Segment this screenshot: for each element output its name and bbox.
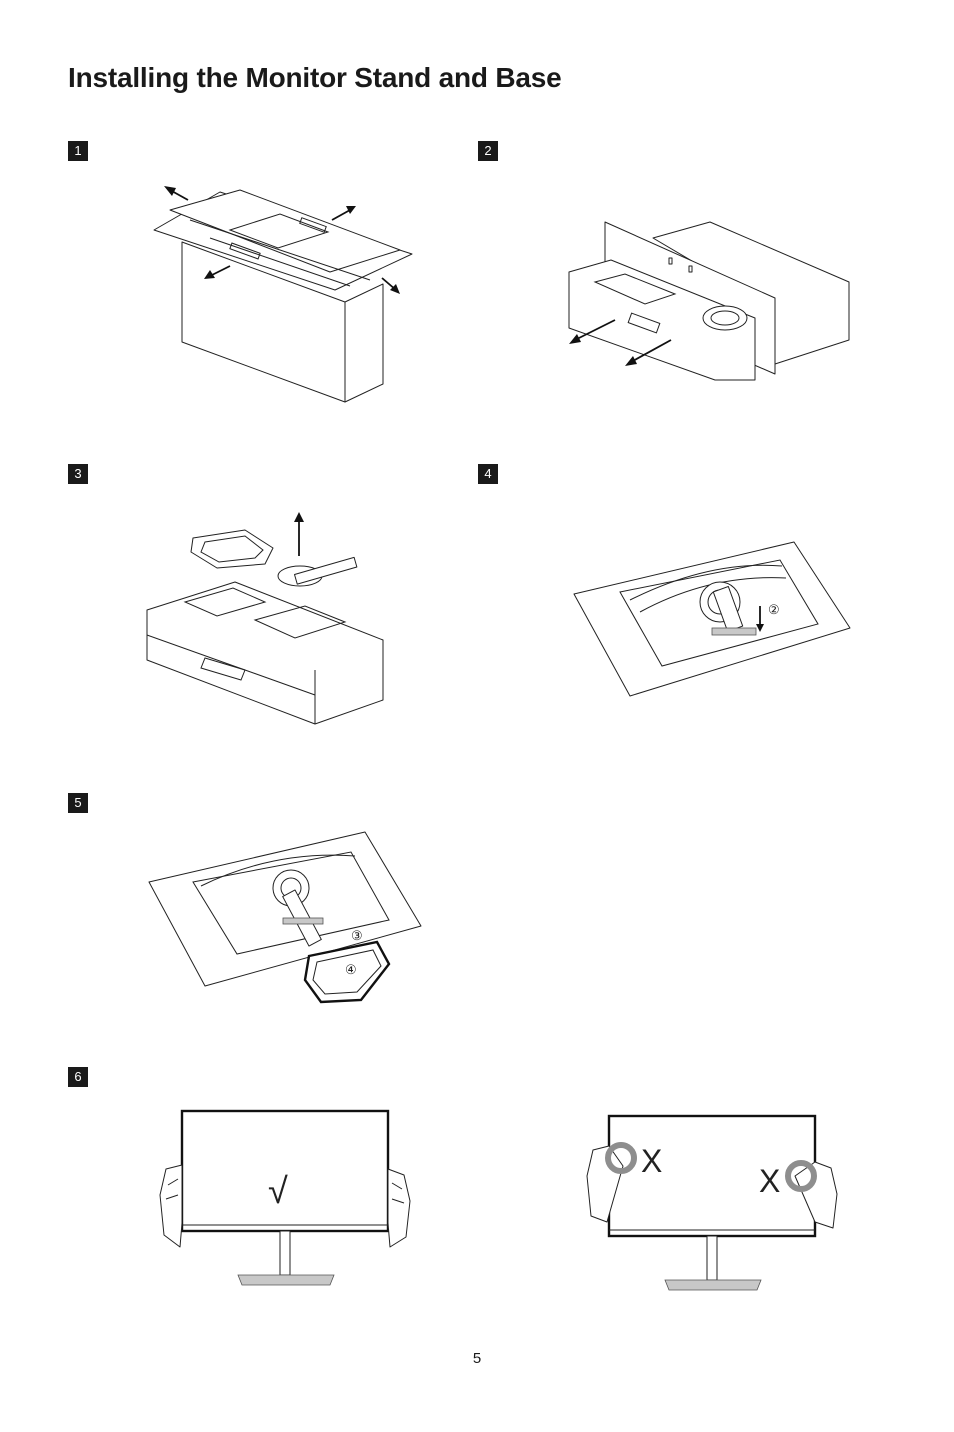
correct-handling-drawing: √	[159, 1109, 411, 1286]
attach-base-drawing: ③ ④	[148, 831, 422, 1004]
wrong-handling-drawing: X X	[586, 1114, 838, 1291]
step4-illustration: ②	[570, 540, 855, 700]
step5-marker-b: ④	[345, 962, 357, 977]
step-badge-4: 4	[478, 464, 498, 484]
step-badge-3: 3	[68, 464, 88, 484]
step-badge-1: 1	[68, 141, 88, 161]
step5-illustration: ③ ④	[145, 830, 425, 1010]
page-number: 5	[472, 1350, 482, 1367]
step5-marker-a: ③	[351, 928, 363, 943]
step4-marker: ②	[768, 602, 780, 617]
step-badge-5: 5	[68, 793, 88, 813]
step2-illustration	[565, 220, 855, 381]
step6-wrong-illustration: X X	[583, 1110, 843, 1295]
step3-illustration	[145, 510, 390, 725]
attach-stand-drawing: ②	[573, 541, 851, 697]
step6-correct-illustration: √	[158, 1105, 413, 1290]
open-box-drawing	[153, 186, 413, 403]
foam-slide-out-drawing	[568, 221, 850, 381]
step1-illustration	[150, 180, 420, 410]
page-title: Installing the Monitor Stand and Base	[68, 62, 562, 93]
remove-base-drawing	[146, 512, 384, 725]
wrong-mark-left: X	[641, 1143, 662, 1179]
wrong-mark-right: X	[759, 1163, 780, 1199]
step-badge-6: 6	[68, 1067, 88, 1087]
correct-check-mark: √	[268, 1170, 288, 1211]
step-badge-2: 2	[478, 141, 498, 161]
